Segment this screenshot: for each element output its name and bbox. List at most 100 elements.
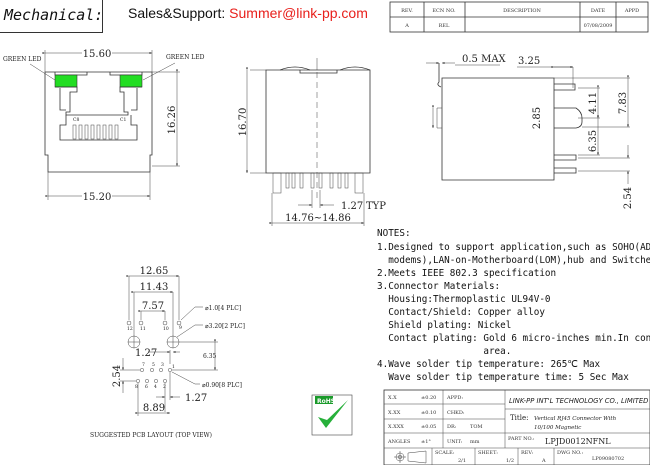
notes: NOTES: 1.Designed to support application… [377,228,650,383]
pin-c8: C8 [73,117,79,123]
dim-889: 8.89 [143,403,165,414]
part-no-value: LPJD0012NFNL [545,437,611,446]
projection-symbol-icon [394,450,427,464]
tol-xx-value: ±0.20 [421,395,436,401]
dim-width-bottom: 15.20 [83,192,112,203]
pin-11: 11 [140,326,146,332]
company-name: LINK-PP INT'L TECHNOLOGY CO., LIMITED [509,397,648,405]
dim-1143: 11.43 [140,282,169,293]
green-led-right [119,74,143,88]
note-line: 2.Meets IEEE 802.3 specification [377,268,556,279]
note-line: Contact plating: Gold 6 micro-inches min… [377,333,650,344]
rev-value-tb: A [541,458,546,464]
tol-xxx-label: X.XX [388,410,401,416]
dim-635-pcb: 6.35 [203,353,217,360]
dim-254: 2.54 [623,187,634,209]
pin-9: 9 [179,325,182,331]
pin-1: 1 [172,364,175,370]
unit-label: UNIT: [447,439,463,445]
date-header: DATE [591,8,606,14]
title-line-1: Vertical RJ45 Connector With [534,416,617,422]
pcb-layout: 12.65 11.43 7.57 12 11 10 9 7 5 3 1 8 6 … [90,266,245,439]
led-label-right: GREEN LED [166,54,205,61]
dwg-value: LP09080702 [592,456,624,462]
dim-side-height: 16.70 [238,108,249,137]
sales-label: Sales&Support: [128,5,230,21]
dim-pitch: 1.27 [341,201,363,212]
check-mark-icon [318,400,348,428]
note-line: area. [377,346,511,357]
hole-10-label: ⌀1.0[4 PLC] [205,305,241,312]
tol-xxxx-value: ±0.05 [421,424,436,430]
title-label: Title: [510,414,528,422]
note-line: Housing:Thermoplastic UL94V-0 [377,294,551,305]
led-label-left: GREEN LED [3,56,42,63]
right-view: 0.5 MAX 3.25 2.85 4.11 6.35 7.83 2.54 [426,54,634,209]
ecn-value: REL [439,23,450,29]
sales-support: Sales&Support: Summer@link-pp.com [128,5,368,21]
pin-8: 8 [135,384,138,390]
page-title: Mechanical: [4,6,104,24]
date-value: 07/08/2009 [584,23,613,29]
side-view: 16.70 1.27 TYP 14.76~14.86 [238,58,386,226]
pin-c1: C1 [120,117,126,123]
note-line: 4.Wave solder tip temperature: 265℃ Max [377,359,601,370]
pin-3: 3 [161,362,164,368]
front-view: 15.60 GREEN LED GREEN LED C8 C1 16.26 15… [3,49,205,203]
dim-side-width: 14.76~14.86 [285,213,351,224]
ecn-header: ECN NO. [432,8,456,14]
pcb-caption: SUGGESTED PCB LAYOUT (TOP VIEW) [90,432,212,439]
pin-2: 2 [163,384,166,390]
note-line: 1.Designed to support application,such a… [377,242,650,253]
note-line: Shield plating: Nickel [377,320,511,331]
scale-label: SCALE: [435,450,455,456]
note-line: Contact/Shield: Copper alloy [377,307,545,318]
tol-xx-label: X.X [388,395,397,401]
pin-4: 4 [154,384,157,390]
tol-angles-label: ANGLES [387,439,411,445]
title-line-2: 10/100 Magnetic [534,425,581,431]
dim-254-pcb: 2.54 [112,365,123,387]
dr-value: TOM [470,424,483,430]
revision-table: REV. ECN NO. DESCRIPTION DATE APPD A REL… [389,1,649,33]
dim-757: 7.57 [142,301,164,312]
pin-12: 12 [127,326,133,332]
appd-header: APPD [624,8,639,14]
dim-411: 4.11 [588,92,599,114]
dim-127a: 1.27 [135,348,157,359]
tol-xxx-value: ±0.10 [421,410,436,416]
dwg-label: DWG NO.: [557,450,584,456]
pin-7: 7 [142,362,145,368]
rev-value: A [404,23,409,29]
dim-width-top: 15.60 [83,49,112,60]
email-link[interactable]: Summer@link-pp.com [229,5,368,21]
part-no-label: PART NO.: [508,436,535,442]
dim-05-max: 0.5 MAX [462,54,507,65]
mounting-holes [126,320,182,383]
description-header: DESCRIPTION [503,8,541,14]
appd-label: APPD: [446,395,463,401]
dim-pitch-typ: TYP [366,201,386,212]
pin-10: 10 [163,326,169,332]
green-led-left [54,74,78,88]
rohs-logo: RoHS [311,394,353,436]
note-line: Wave solder tip temperature time: 5 Sec … [377,372,629,383]
dim-635: 6.35 [588,130,599,152]
note-line: modems),LAN-on-Motherboard(LOM),hub and … [377,255,650,266]
rev-header: REV. [401,8,413,14]
dim-783: 7.83 [618,92,629,114]
tol-xxxx-label: X.XXX [388,424,404,430]
dr-label: DR: [447,424,457,430]
pin-6: 6 [145,384,148,390]
hole-09-label: ⌀0.90[8 PLC] [202,382,242,389]
tol-angles-value: ±1° [421,439,431,445]
notes-title: NOTES: [377,228,411,239]
dim-height: 16.26 [167,106,178,135]
dim-285: 2.85 [532,107,543,129]
note-line: 3.Connector Materials: [377,281,500,292]
rohs-text: RoHS [317,398,335,405]
dim-127b: 1.27 [185,393,207,404]
dim-325: 3.25 [518,56,540,67]
chkd-label: CHKD: [447,410,465,416]
